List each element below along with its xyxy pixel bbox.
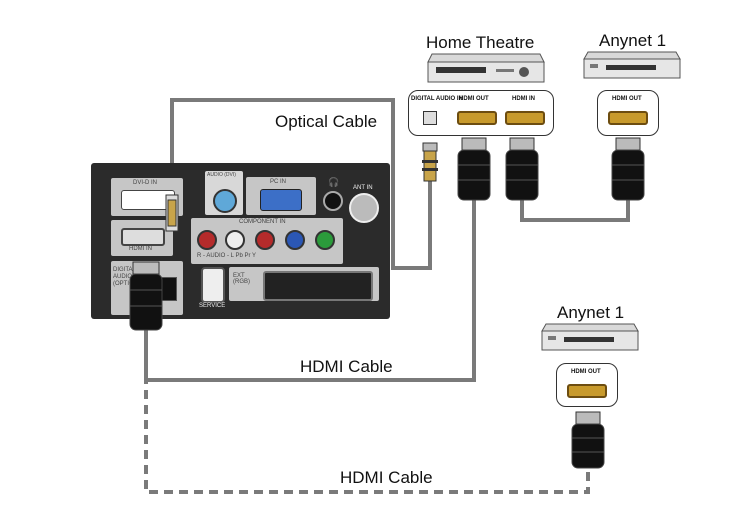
hdmi-cable-solid (144, 195, 476, 382)
ht-optical-port (423, 111, 437, 125)
ant-in-label: ANT IN (353, 185, 373, 191)
pb-jack (285, 230, 305, 250)
y-jack (315, 230, 335, 250)
hdmi-cable-anynet-top (520, 195, 630, 222)
anynet-bottom-port-box: HDMI OUT (556, 363, 618, 407)
hdmi-cable-dashed (144, 330, 590, 494)
ht-hdmi-in-port (505, 111, 545, 125)
ht-hdmi-in-label: HDMI IN (512, 96, 535, 102)
anynet-bottom-hdmi-out-label: HDMI OUT (571, 369, 601, 375)
component-in-section: COMPONENT IN R - AUDIO - L Pb Pr Y (191, 218, 343, 264)
dvi-d-in-label: DVI-D IN (133, 180, 157, 186)
service-label: SERVICE (199, 303, 226, 309)
pr-jack (255, 230, 275, 250)
audio-r-jack (197, 230, 217, 250)
home-theatre-device (427, 53, 545, 83)
digital-audio-label: DIGITAL AUDIO OUT (OPTICAL) (113, 267, 147, 287)
anynet-top-device (583, 51, 681, 79)
audio-row-label: R - AUDIO - L Pb Pr Y (197, 253, 257, 259)
anynet-top-port-box: HDMI OUT (597, 90, 659, 136)
home-theatre-label: Home Theatre (426, 33, 535, 52)
pc-in-label: PC IN (270, 179, 287, 185)
headphone-icon: 🎧 (328, 177, 340, 187)
ht-optical-plug (422, 142, 438, 182)
home-theatre-port-box: DIGITAL AUDIO IN HDMI OUT HDMI IN (408, 90, 554, 136)
tv-rear-panel: DVI-D IN AUDIO (DVI) PC IN 🎧 ANT IN COMP… (91, 163, 390, 319)
ht-hdmi-out-label: HDMI OUT (459, 96, 489, 102)
hdmi-cable-label-1: HDMI Cable (300, 357, 393, 376)
hdmi-in-section: HDMI IN (111, 220, 173, 256)
anynet-bottom-device (541, 323, 639, 351)
pc-in-section: PC IN (246, 177, 316, 215)
anynet-bottom-hdmi-plug (571, 411, 605, 469)
component-in-label: COMPONENT IN (239, 219, 286, 225)
tv-hdmi-in-label: HDMI IN (129, 246, 152, 252)
audio-l-jack (225, 230, 245, 250)
vga-port (260, 189, 302, 211)
anynet-top-label: Anynet 1 (599, 31, 667, 50)
audio-dvi-jack (213, 189, 237, 213)
tv-optical-plug (165, 194, 179, 232)
service-port (201, 267, 225, 303)
ant-in-connector (349, 193, 379, 223)
audio-dvi-section: AUDIO (DVI) (205, 171, 243, 215)
tv-hdmi-plug (129, 261, 163, 331)
ext-rgb-label: EXT (RGB) (233, 273, 250, 285)
anynet-bottom-hdmi-port (567, 384, 607, 398)
headphone-jack (323, 191, 343, 211)
anynet-top-hdmi-port (608, 111, 648, 125)
ht-hdmi-out-port (457, 111, 497, 125)
anynet-top-hdmi-plug (611, 137, 645, 201)
ht-digital-audio-in-label: DIGITAL AUDIO IN (411, 96, 463, 102)
anynet-top-hdmi-out-label: HDMI OUT (612, 96, 642, 102)
optical-cable (170, 98, 432, 270)
ht-hdmi-out-plug (457, 137, 491, 201)
audio-dvi-label: AUDIO (DVI) (207, 172, 236, 178)
hdmi-cable-label-2: HDMI Cable (340, 468, 433, 487)
scart-port (263, 271, 373, 301)
tv-hdmi-port (121, 228, 165, 246)
ext-rgb-section: EXT (RGB) (229, 267, 379, 301)
optical-cable-label: Optical Cable (275, 112, 378, 131)
anynet-bottom-label: Anynet 1 (557, 303, 625, 322)
ht-hdmi-in-plug (505, 137, 539, 201)
